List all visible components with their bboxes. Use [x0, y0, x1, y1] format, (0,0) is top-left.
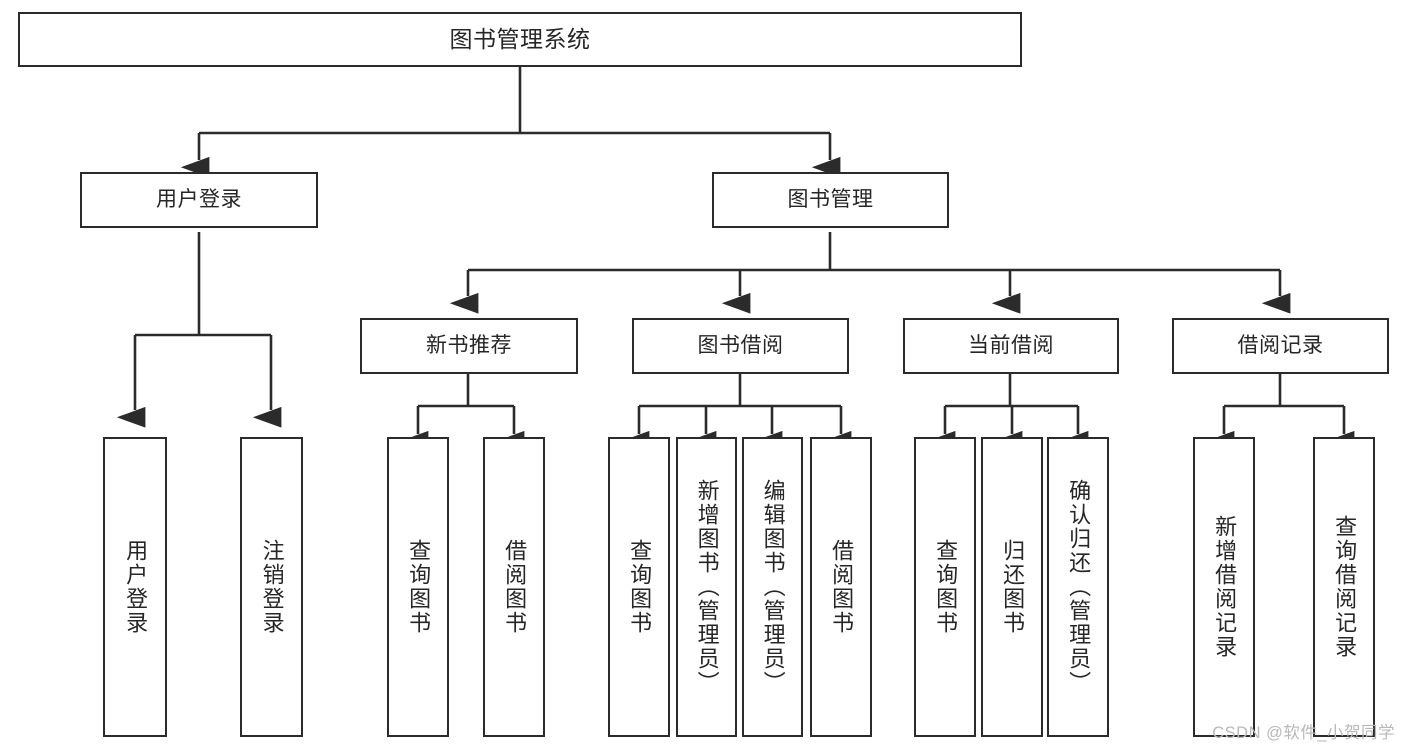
node-label: 查询图书 — [627, 539, 653, 635]
node-book-management[interactable]: 图书管理 — [712, 172, 949, 228]
leaf-query-record[interactable]: 查询借阅记录 — [1313, 437, 1375, 737]
leaf-borrow-book-2[interactable]: 借阅图书 — [810, 437, 872, 737]
leaf-query-book-1[interactable]: 查询图书 — [387, 437, 449, 737]
node-label: 图书管理 — [787, 188, 874, 212]
node-root-system[interactable]: 图书管理系统 — [18, 12, 1022, 67]
node-label: 编辑图书（管理员） — [760, 479, 786, 695]
node-label: 查询图书 — [933, 539, 959, 635]
node-label: 用户登录 — [156, 188, 242, 212]
node-label: 借阅图书 — [829, 539, 855, 635]
leaf-borrow-book-1[interactable]: 借阅图书 — [483, 437, 545, 737]
leaf-edit-book[interactable]: 编辑图书（管理员） — [742, 437, 803, 737]
leaf-query-book-2[interactable]: 查询图书 — [608, 437, 670, 737]
node-current-borrow[interactable]: 当前借阅 — [903, 318, 1119, 374]
node-label: 注销登录 — [259, 539, 285, 635]
node-label: 图书借阅 — [697, 334, 784, 358]
node-user-login[interactable]: 用户登录 — [80, 172, 318, 228]
node-label: 图书管理系统 — [449, 25, 591, 52]
node-label: 查询图书 — [406, 539, 432, 635]
node-borrow-record[interactable]: 借阅记录 — [1172, 318, 1389, 374]
leaf-confirm-return[interactable]: 确认归还（管理员） — [1047, 437, 1109, 737]
node-label: 新增借阅记录 — [1212, 515, 1238, 659]
leaf-query-book-3[interactable]: 查询图书 — [914, 437, 976, 737]
node-label: 借阅记录 — [1237, 334, 1324, 358]
csdn-watermark: CSDN @软件_小贺同学 — [1212, 724, 1395, 742]
node-label: 当前借阅 — [968, 334, 1054, 358]
leaf-add-record[interactable]: 新增借阅记录 — [1193, 437, 1255, 737]
node-label: 新增图书（管理员） — [694, 479, 720, 695]
node-book-borrow[interactable]: 图书借阅 — [632, 318, 849, 374]
node-label: 归还图书 — [1000, 539, 1026, 635]
leaf-logout-login[interactable]: 注销登录 — [240, 437, 303, 737]
node-label: 查询借阅记录 — [1332, 515, 1358, 659]
node-label: 新书推荐 — [426, 334, 512, 358]
leaf-add-book[interactable]: 新增图书（管理员） — [676, 437, 737, 737]
leaf-return-book[interactable]: 归还图书 — [981, 437, 1043, 737]
node-label: 确认归还（管理员） — [1066, 479, 1092, 695]
node-new-book-recommend[interactable]: 新书推荐 — [360, 318, 578, 374]
node-label: 借阅图书 — [502, 539, 528, 635]
node-label: 用户登录 — [123, 539, 149, 635]
leaf-user-login[interactable]: 用户登录 — [103, 437, 167, 737]
